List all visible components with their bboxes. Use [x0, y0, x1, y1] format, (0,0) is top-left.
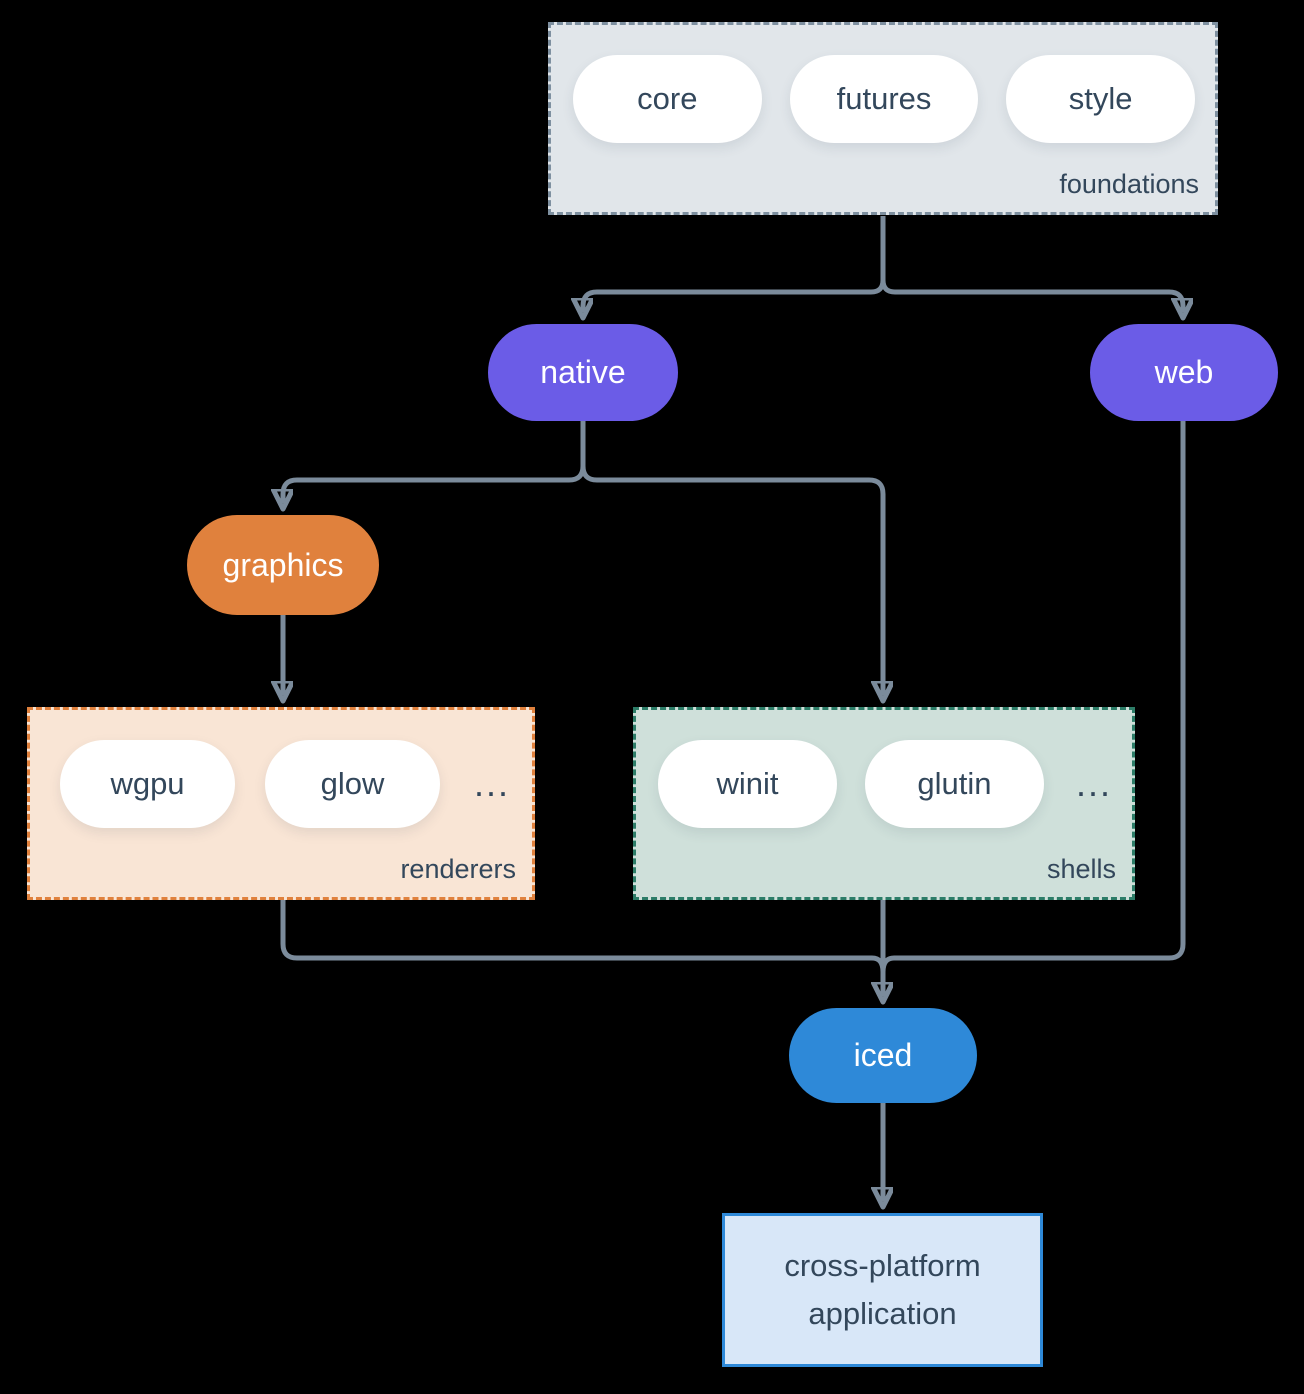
node-wgpu: wgpu [60, 740, 235, 828]
node-winit: winit [658, 740, 837, 828]
connector-foundations-to-native [583, 216, 886, 312]
node-native: native [488, 324, 678, 421]
node-web: web [1090, 324, 1278, 421]
node-futures: futures [789, 55, 979, 143]
connector-renderers-to-merge [280, 900, 886, 973]
foundations-pills: core futures style [551, 25, 1215, 143]
shells-group: winit glutin ... shells [633, 707, 1135, 900]
node-glutin: glutin [864, 740, 1044, 828]
connector-foundations-to-web [880, 216, 1183, 312]
shells-ellipsis: ... [1075, 763, 1112, 804]
renderers-pills: wgpu glow ... [30, 710, 532, 828]
shells-pills: winit glutin ... [636, 710, 1132, 828]
foundations-group: core futures style foundations [548, 22, 1218, 215]
renderers-label: renderers [400, 854, 516, 884]
renderers-group: wgpu glow ... renderers [27, 707, 535, 900]
connector-native-to-graphics [283, 421, 586, 503]
application-label: cross-platform application [784, 1247, 981, 1331]
node-core: core [573, 55, 762, 143]
node-graphics: graphics [187, 515, 379, 615]
node-iced: iced [789, 1008, 977, 1103]
application-box: cross-platform application [722, 1213, 1043, 1367]
foundations-label: foundations [1059, 169, 1199, 199]
renderers-ellipsis: ... [474, 763, 511, 804]
node-glow: glow [265, 740, 440, 828]
shells-label: shells [1046, 854, 1116, 884]
connector-native-to-shells [580, 421, 883, 695]
node-style: style [1006, 55, 1196, 143]
